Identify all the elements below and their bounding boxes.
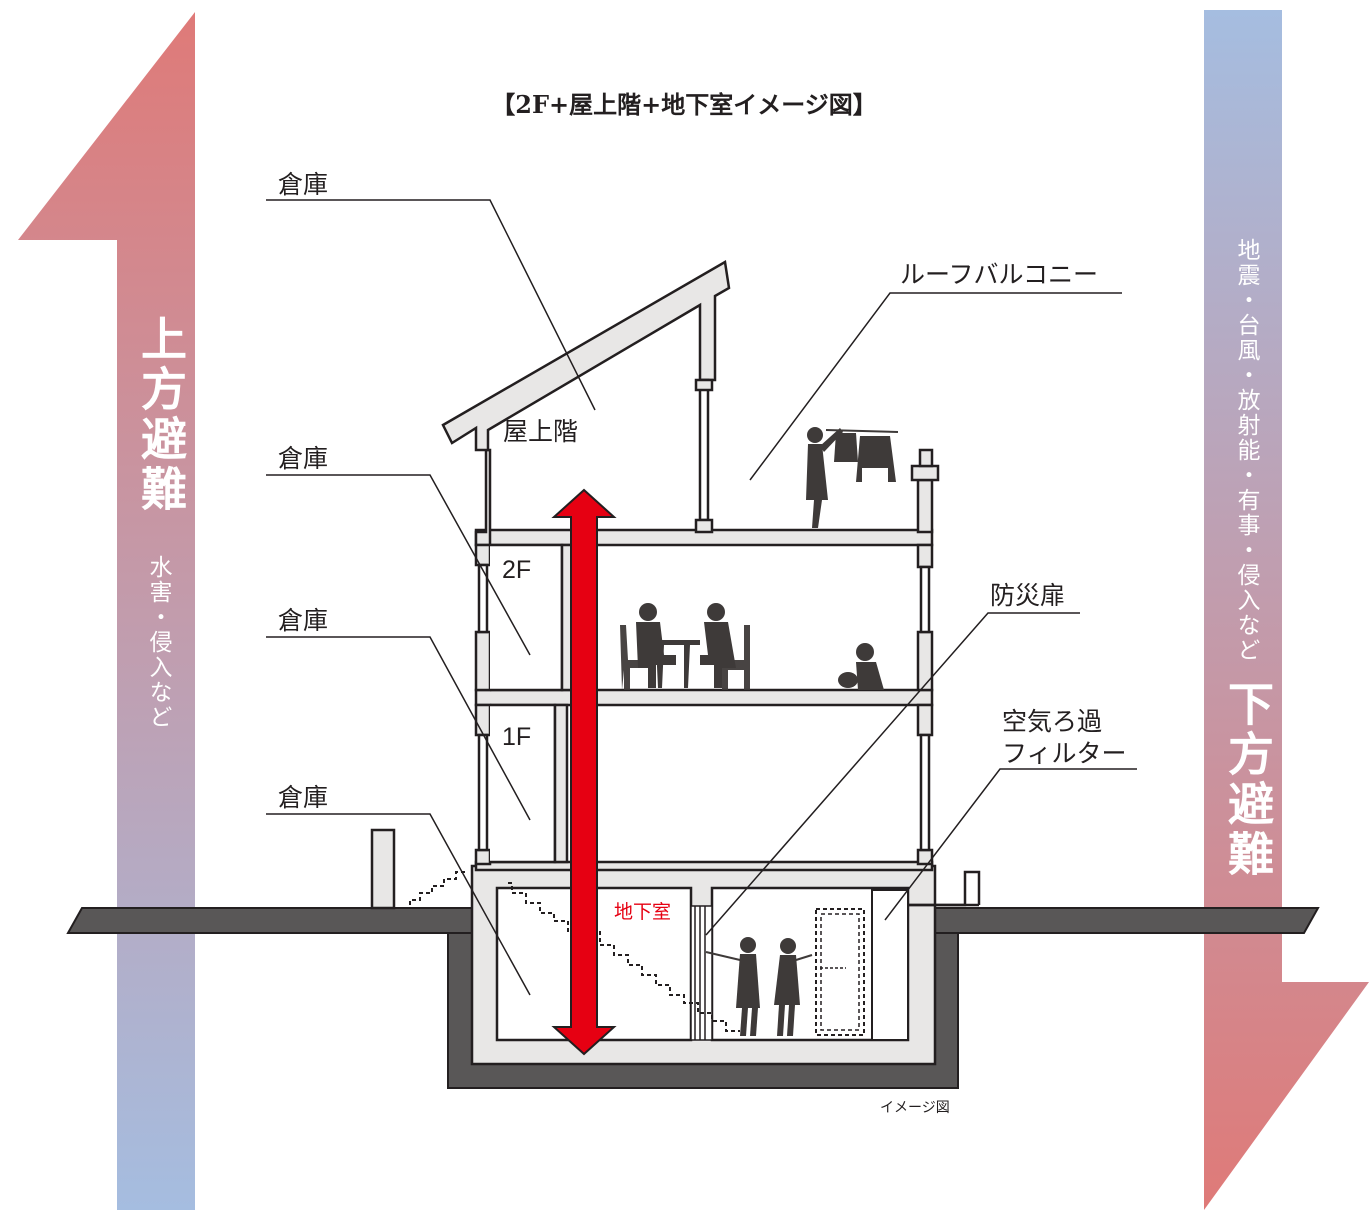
house-structure xyxy=(441,260,940,872)
label-air-filter-line1: 空気ろ過 xyxy=(1002,708,1102,736)
caption-image-diagram: イメージ図 xyxy=(880,1099,950,1115)
label-disaster-door: 防災扉 xyxy=(990,582,1065,610)
label-storage-1f: 倉庫 xyxy=(278,607,328,635)
gate-post xyxy=(370,828,396,910)
label-floor-2f: 2F xyxy=(502,556,531,584)
right-arrow-sub-text: 地震・台風・放射能・有事・侵入など xyxy=(1233,238,1259,663)
left-arrow-main-text: 上方避難 xyxy=(134,315,188,515)
label-basement: 地下室 xyxy=(614,901,671,923)
silhouettes xyxy=(620,427,899,1036)
label-rooftop-floor: 屋上階 xyxy=(503,418,578,446)
basement-stairs xyxy=(508,882,740,1032)
label-storage-attic: 倉庫 xyxy=(278,171,328,199)
ground xyxy=(66,907,1320,1089)
outdoor-stairs xyxy=(409,871,468,905)
label-storage-basement: 倉庫 xyxy=(278,784,328,812)
label-storage-2f: 倉庫 xyxy=(278,445,328,473)
left-arrow-sub-text: 水害・侵入など xyxy=(145,555,171,730)
diagram-title: 【2F+屋上階+地下室イメージ図】 xyxy=(491,90,876,119)
label-air-filter-line2: フィルター xyxy=(1002,740,1127,768)
label-roof-balcony: ルーフバルコニー xyxy=(900,261,1098,289)
right-arrow-main-text: 下方避難 xyxy=(1221,680,1275,880)
evacuation-red-arrow xyxy=(551,488,617,1056)
label-floor-1f: 1F xyxy=(502,723,531,751)
leader-lines xyxy=(266,199,1137,996)
